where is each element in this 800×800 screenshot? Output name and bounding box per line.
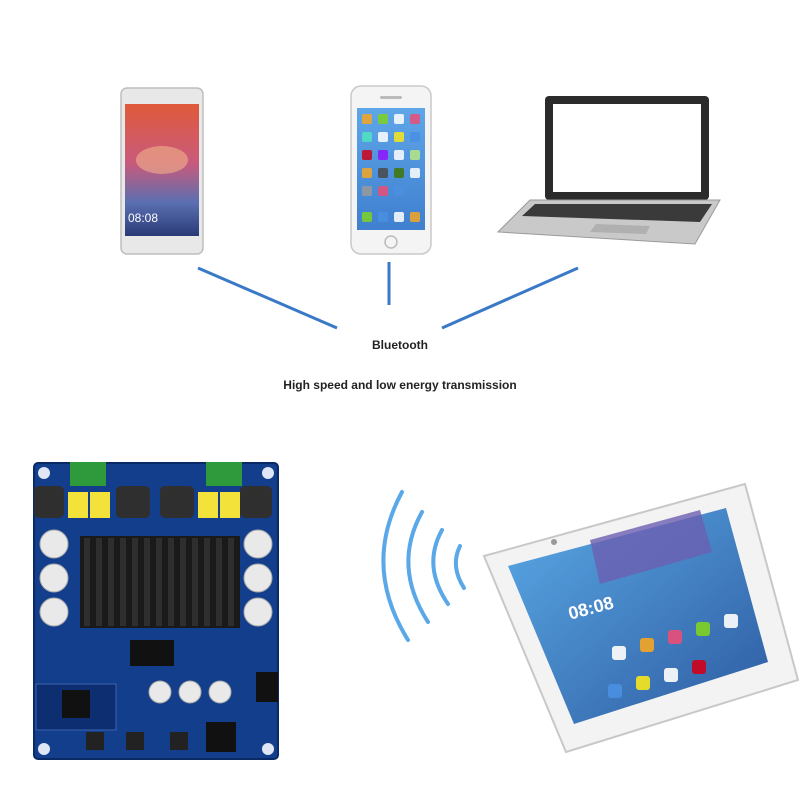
subtitle-label: High speed and low energy transmission (283, 378, 517, 392)
android-phone-clock: 08:08 (128, 211, 159, 225)
link-line-right (441, 266, 579, 330)
link-line-left (197, 266, 338, 330)
bluetooth-label: Bluetooth (372, 338, 428, 352)
